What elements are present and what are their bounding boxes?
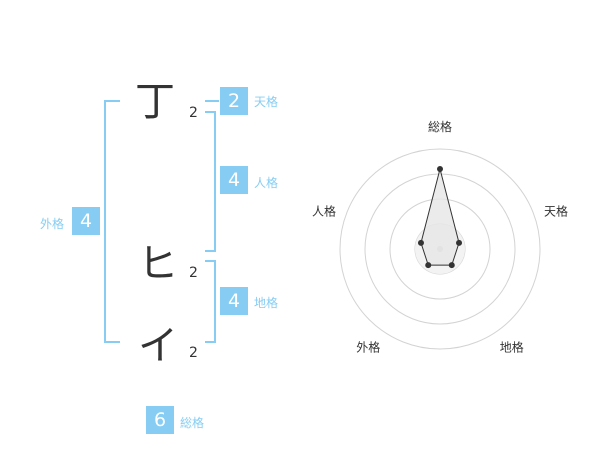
stroke-count-2: 2 xyxy=(189,265,198,281)
chikaku-value: 4 xyxy=(220,287,248,315)
jinkaku-bracket xyxy=(205,111,216,252)
gaikaku-bracket xyxy=(104,100,120,343)
chikaku-bracket xyxy=(205,260,216,343)
name-char-1: 丁 xyxy=(135,79,175,125)
radar-point-2 xyxy=(456,239,463,246)
soukaku-label: 総格 xyxy=(180,416,205,430)
tenkaku-value: 2 xyxy=(220,87,248,115)
stroke-count-1: 2 xyxy=(189,105,198,121)
gaikaku-label: 外格 xyxy=(40,217,65,231)
chikaku-label: 地格 xyxy=(254,296,279,310)
jinkaku-label: 人格 xyxy=(254,176,279,190)
jinkaku-value: 4 xyxy=(220,166,248,194)
radar-point-5 xyxy=(417,239,424,246)
soukaku-value: 6 xyxy=(146,406,174,434)
gaikaku-value: 4 xyxy=(72,207,100,235)
radar-point-1 xyxy=(437,166,443,172)
radar-point-4 xyxy=(425,262,432,269)
radar-axis-label-4: 外格 xyxy=(356,340,380,355)
tenkaku-connector xyxy=(205,100,219,102)
name-char-3: イ xyxy=(138,323,178,369)
radar-point-3 xyxy=(448,262,455,269)
radar-axis-label-1: 総格 xyxy=(428,119,452,134)
stroke-count-3: 2 xyxy=(189,345,198,361)
radar-axis-label-5: 人格 xyxy=(312,203,336,218)
radar-ring-4 xyxy=(339,148,541,350)
radar-axis-label-2: 天格 xyxy=(544,203,568,218)
tenkaku-label: 天格 xyxy=(254,95,279,109)
name-char-2: ヒ xyxy=(138,241,178,287)
radar-axis-label-3: 地格 xyxy=(500,340,524,355)
radar-data-polygon xyxy=(420,168,460,266)
